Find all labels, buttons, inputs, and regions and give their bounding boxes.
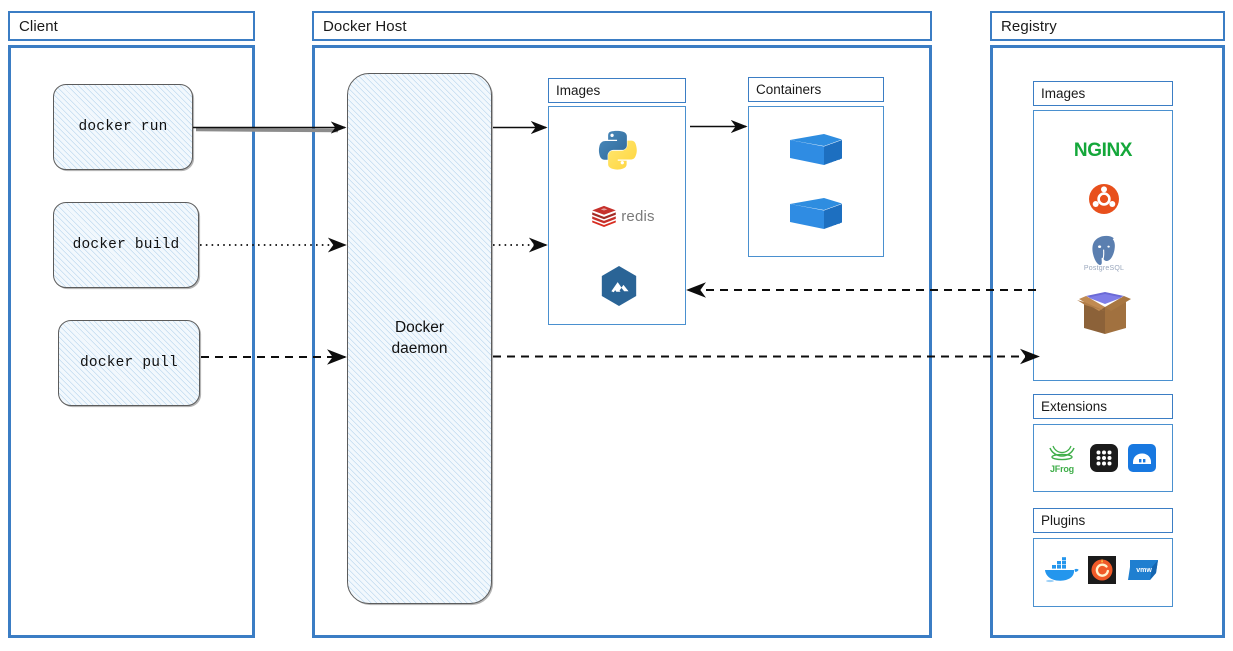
blue-app-tile-icon	[1128, 444, 1156, 472]
registry-title-label: Registry	[1001, 17, 1057, 35]
command-box-docker-build[interactable]: docker build	[53, 202, 199, 288]
python-logo-icon	[597, 128, 637, 170]
redis-logo-icon: redis	[588, 203, 658, 229]
registry-section-title: Registry	[990, 11, 1225, 41]
registry-extensions-panel-title: Extensions	[1033, 394, 1173, 419]
panel-title-label: Images	[1041, 86, 1086, 101]
docker-whale-icon	[1042, 556, 1080, 584]
client-title-label: Client	[19, 17, 58, 35]
grafana-logo-icon	[1088, 556, 1116, 584]
docker-host-section-title: Docker Host	[312, 11, 932, 41]
nginx-label: NGINX	[1073, 140, 1133, 161]
command-label: docker build	[72, 237, 180, 253]
jfrog-label: JFrog	[1049, 464, 1074, 474]
redis-label: redis	[621, 207, 655, 225]
command-box-docker-run[interactable]: docker run	[53, 84, 193, 170]
postgresql-logo-icon: PostgreSQL	[1079, 232, 1129, 274]
alpine-hexagon-logo-icon	[599, 265, 639, 307]
panel-title-label: Containers	[756, 82, 822, 97]
vmware-logo-icon: vmw	[1124, 556, 1164, 584]
docker-host-title-label: Docker Host	[323, 17, 407, 35]
host-containers-panel-body	[748, 106, 884, 257]
panel-title-label: Images	[556, 83, 601, 98]
host-images-panel-title: Images	[548, 78, 686, 103]
panel-title-label: Extensions	[1041, 399, 1108, 414]
host-containers-panel-title: Containers	[748, 77, 884, 102]
dot-grid-app-icon	[1090, 444, 1118, 472]
command-label: docker run	[78, 119, 168, 135]
svg-text:vmw: vmw	[1136, 567, 1152, 574]
postgresql-label: PostgreSQL	[1083, 264, 1125, 272]
command-label: docker pull	[80, 355, 178, 371]
client-section-title: Client	[8, 11, 255, 41]
docker-daemon-label: Docker daemon	[391, 318, 448, 357]
shipping-container-icon	[786, 192, 846, 236]
registry-images-panel-title: Images	[1033, 81, 1173, 106]
cardboard-box-icon	[1074, 288, 1136, 340]
shipping-container-icon	[786, 128, 846, 172]
registry-plugins-panel-title: Plugins	[1033, 508, 1173, 533]
jfrog-logo-icon: JFrog	[1044, 442, 1080, 476]
docker-daemon-box[interactable]: Docker daemon	[347, 73, 492, 604]
command-box-docker-pull[interactable]: docker pull	[58, 320, 200, 406]
ubuntu-logo-icon	[1088, 183, 1120, 215]
nginx-logo-icon: NGINX	[1062, 138, 1144, 164]
panel-title-label: Plugins	[1041, 513, 1086, 528]
